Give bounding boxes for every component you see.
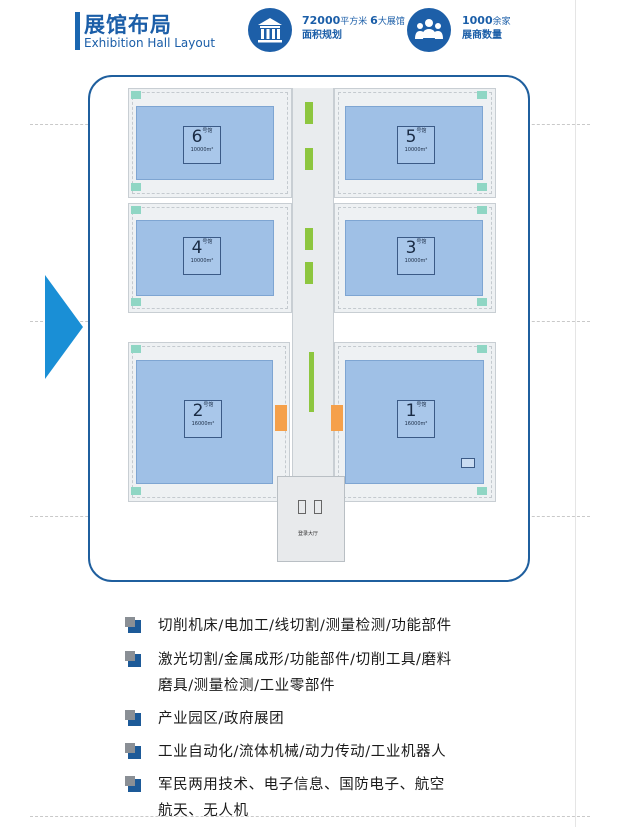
area-stat-label: 面积规划 — [302, 30, 342, 41]
page-title: 展馆布局 — [84, 13, 172, 37]
corner-marker — [477, 345, 487, 353]
lobby-door — [298, 500, 306, 514]
hall-3-label: 3号馆 10000m² — [397, 237, 435, 275]
corner-marker — [131, 487, 141, 495]
green-strip — [305, 262, 313, 284]
green-strip — [309, 352, 314, 412]
legend-icon — [125, 710, 141, 726]
page-subtitle: Exhibition Hall Layout — [84, 36, 216, 50]
page-edge-line — [575, 0, 576, 827]
green-strip — [305, 148, 313, 170]
guide-line — [30, 816, 590, 817]
exhibitor-stat-label: 展商数量 — [462, 30, 502, 41]
corner-marker — [477, 206, 487, 214]
hall-4-label: 4号馆 10000m² — [183, 237, 221, 275]
corner-marker — [477, 183, 487, 191]
service-area — [275, 405, 287, 431]
sign-icon — [461, 458, 475, 468]
legend-item-2-line2: 磨具/测量检测/工业零部件 — [158, 678, 336, 694]
entrance-lobby[interactable] — [277, 476, 345, 562]
legend-icon — [125, 651, 141, 667]
corner-marker — [477, 298, 487, 306]
corner-marker — [477, 487, 487, 495]
service-area — [331, 405, 343, 431]
corner-marker — [131, 183, 141, 191]
legend-item-5-line2: 航天、无人机 — [158, 803, 249, 819]
hall-5[interactable] — [345, 106, 483, 180]
hall-1[interactable] — [345, 360, 484, 484]
corner-marker — [131, 345, 141, 353]
central-road — [292, 88, 334, 516]
people-group-icon — [407, 8, 451, 52]
legend-icon — [125, 617, 141, 633]
corner-marker — [131, 91, 141, 99]
hall-1-label: 1号馆 16000m² — [397, 400, 435, 438]
building-columns-icon — [248, 8, 292, 52]
title-accent-bar — [75, 12, 80, 50]
corner-marker — [477, 91, 487, 99]
corner-marker — [131, 298, 141, 306]
exhibitor-stat: 1000余家 展商数量 — [462, 14, 511, 41]
lobby-label: 登录大厅 — [298, 531, 319, 537]
green-strip — [305, 102, 313, 124]
corner-marker — [131, 206, 141, 214]
hall-5-label: 5号馆 10000m² — [397, 126, 435, 164]
legend-item-2: 激光切割/金属成形/功能部件/切削工具/磨料 — [158, 652, 452, 668]
legend-icon — [125, 776, 141, 792]
lobby-door — [314, 500, 322, 514]
area-stat: 72000平方米 6大展馆 面积规划 — [302, 14, 405, 41]
hall-2-label: 2号馆 16000m² — [184, 400, 222, 438]
legend-item-5: 军民两用技术、电子信息、国防电子、航空 — [158, 777, 445, 793]
hall-6-label: 6号馆 10000m² — [183, 126, 221, 164]
green-strip — [305, 228, 313, 250]
legend-item-4: 工业自动化/流体机械/动力传动/工业机器人 — [158, 744, 447, 760]
legend-item-3: 产业园区/政府展团 — [158, 711, 285, 727]
legend-icon — [125, 743, 141, 759]
arrow-pointer — [45, 275, 83, 379]
legend-item-1: 切削机床/电加工/线切割/测量检测/功能部件 — [158, 618, 452, 634]
